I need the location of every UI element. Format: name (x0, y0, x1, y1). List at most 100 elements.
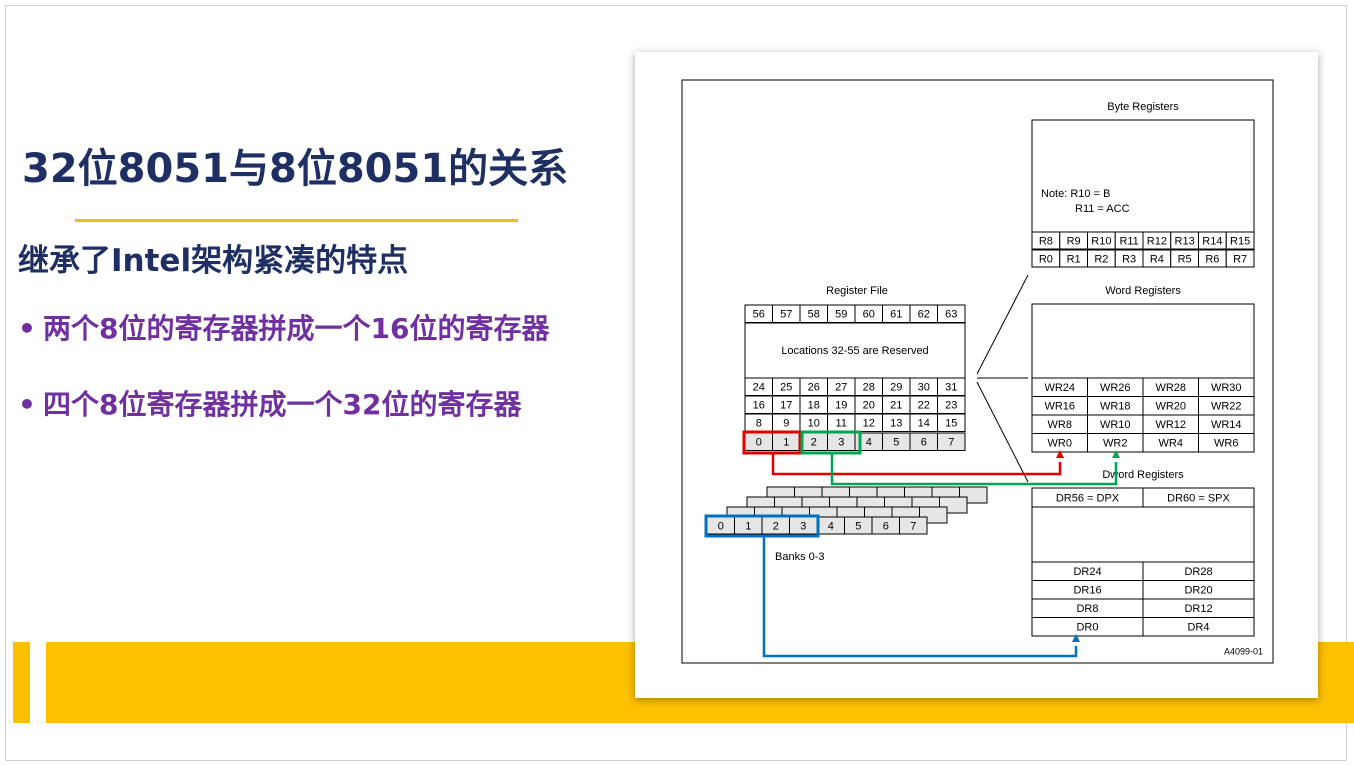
byte-register-cell-text: R15 (1230, 235, 1250, 247)
banks-label: Banks 0-3 (775, 551, 825, 563)
register-file-cell-text: 14 (918, 418, 930, 430)
byte-register-cell (1225, 249, 1255, 268)
register-file-cell-text: 56 (753, 309, 765, 321)
word-register-cell-text: WR14 (1211, 419, 1242, 431)
dword-register-cell-text: DR60 = SPX (1167, 492, 1230, 504)
byte-note-line2: R11 = ACC (1075, 203, 1130, 215)
dword-register-cell-text: DR20 (1184, 585, 1212, 597)
title-underline (75, 219, 518, 222)
word-register-cell-text: WR8 (1048, 419, 1072, 431)
byte-register-cell-text: R5 (1178, 253, 1192, 265)
word-register-cell-text: WR24 (1044, 382, 1075, 394)
register-file-cell-text: 31 (945, 382, 957, 394)
dword-register-cell-text: DR4 (1187, 622, 1209, 634)
word-register-cell-text: WR22 (1211, 401, 1242, 413)
register-file-cell-text: 1 (783, 437, 789, 449)
register-file-cell-text: 58 (808, 309, 820, 321)
word-registers-label: Word Registers (1105, 285, 1181, 297)
connector-red (771, 453, 1062, 476)
byte-register-cell-text: R1 (1067, 253, 1081, 265)
register-file-cell-text: 11 (836, 418, 847, 430)
register-file-cell-text: 18 (808, 400, 820, 412)
connector-blue (762, 536, 1078, 658)
byte-registers-box (1031, 119, 1255, 233)
register-file-cell-text: 26 (808, 382, 820, 394)
word-register-cell-text: WR20 (1155, 401, 1186, 413)
byte-register-cell-text: R10 (1091, 235, 1111, 247)
register-file-cell-text: 30 (918, 382, 930, 394)
bullet-marker: • (18, 312, 36, 345)
register-file-cell-text: 25 (780, 382, 792, 394)
byte-register-cell-text: R6 (1205, 253, 1219, 265)
dword-register-cell-text: DR28 (1184, 566, 1212, 578)
dword-register-cell-text: DR0 (1076, 622, 1098, 634)
byte-register-cell-text: R13 (1175, 235, 1195, 247)
register-file-label: Register File (826, 285, 888, 297)
register-file-cell-text: 4 (866, 437, 872, 449)
bank-cell-text: 6 (883, 520, 889, 532)
register-file-cell-text: 9 (783, 418, 789, 430)
register-file-cell-text: 8 (756, 418, 762, 430)
arrow-head-green (1112, 450, 1120, 458)
bank-cell-text: 3 (800, 520, 806, 532)
register-file-cell-text: 7 (948, 437, 954, 449)
bank-cell-text: 5 (855, 520, 861, 532)
register-file-cell-text: 63 (945, 309, 957, 321)
register-file-cell-text: 2 (811, 437, 817, 449)
fan-line (976, 274, 1029, 375)
bank-cell-text: 4 (828, 520, 834, 532)
bullet-item-2: •四个8位寄存器拼成一个32位的寄存器 (18, 376, 618, 434)
register-file-cell-text: 21 (890, 400, 902, 412)
byte-register-cell-text: R12 (1147, 235, 1167, 247)
register-file-cell-text: 13 (890, 418, 902, 430)
slide-frame (5, 5, 1347, 761)
word-register-cell-text: WR2 (1103, 438, 1127, 450)
dword-registers-box (1031, 506, 1255, 563)
bullet-list: •两个8位的寄存器拼成一个16位的寄存器 •四个8位寄存器拼成一个32位的寄存器 (18, 300, 618, 434)
word-register-cell-text: WR16 (1044, 401, 1075, 413)
dword-register-cell (1142, 617, 1255, 637)
register-file-cell (937, 413, 966, 432)
bank-cell-text: 7 (910, 520, 916, 532)
register-file-cell (937, 432, 966, 451)
byte-register-cell-text: R4 (1150, 253, 1164, 265)
register-file-cell-text: 23 (945, 400, 957, 412)
word-register-cell-text: WR26 (1100, 382, 1131, 394)
register-file-cell-text: 59 (835, 309, 847, 321)
bank-cell (899, 516, 928, 535)
byte-register-cell-text: R11 (1119, 235, 1138, 247)
word-registers-box (1031, 303, 1255, 379)
byte-register-cell-text: R0 (1039, 253, 1053, 265)
bank-cell-text: 0 (718, 520, 724, 532)
register-file-cell-text: 22 (918, 400, 930, 412)
slide-title: 32位8051与8位8051的关系 (22, 146, 569, 192)
register-file-cell-text: 15 (945, 418, 957, 430)
bullet-text: 两个8位的寄存器拼成一个16位的寄存器 (43, 312, 550, 345)
register-file-cell-text: 19 (835, 400, 847, 412)
word-register-cell (1198, 433, 1255, 453)
connector-green (830, 453, 1118, 486)
bank-cell-text: 1 (745, 520, 751, 532)
register-file-cell-text: 3 (838, 437, 844, 449)
dword-registers-label: Dword Registers (1102, 469, 1184, 481)
byte-register-cell-text: R2 (1094, 253, 1108, 265)
dword-register-cell-text: DR56 = DPX (1056, 492, 1120, 504)
register-file-cell-text: 0 (756, 437, 762, 449)
dword-register-cell-text: DR24 (1073, 566, 1101, 578)
word-register-cell-text: WR10 (1100, 419, 1131, 431)
word-register-cell-text: WR30 (1211, 382, 1242, 394)
byte-register-cell-text: R9 (1067, 235, 1081, 247)
register-file-cell-text: 62 (918, 309, 930, 321)
byte-note-line1: Note: R10 = B (1041, 188, 1110, 200)
register-file-cell-text: 16 (753, 400, 765, 412)
byte-register-cell-text: R3 (1122, 253, 1136, 265)
word-register-cell-text: WR18 (1100, 401, 1131, 413)
word-register-cell-text: WR12 (1155, 419, 1186, 431)
bullet-text: 四个8位寄存器拼成一个32位的寄存器 (43, 388, 522, 421)
highlight-bank-0-3 (704, 514, 820, 538)
byte-register-cell-text: R14 (1202, 235, 1222, 247)
word-register-cell-text: WR0 (1048, 438, 1072, 450)
register-file-cell-text: 17 (780, 400, 792, 412)
